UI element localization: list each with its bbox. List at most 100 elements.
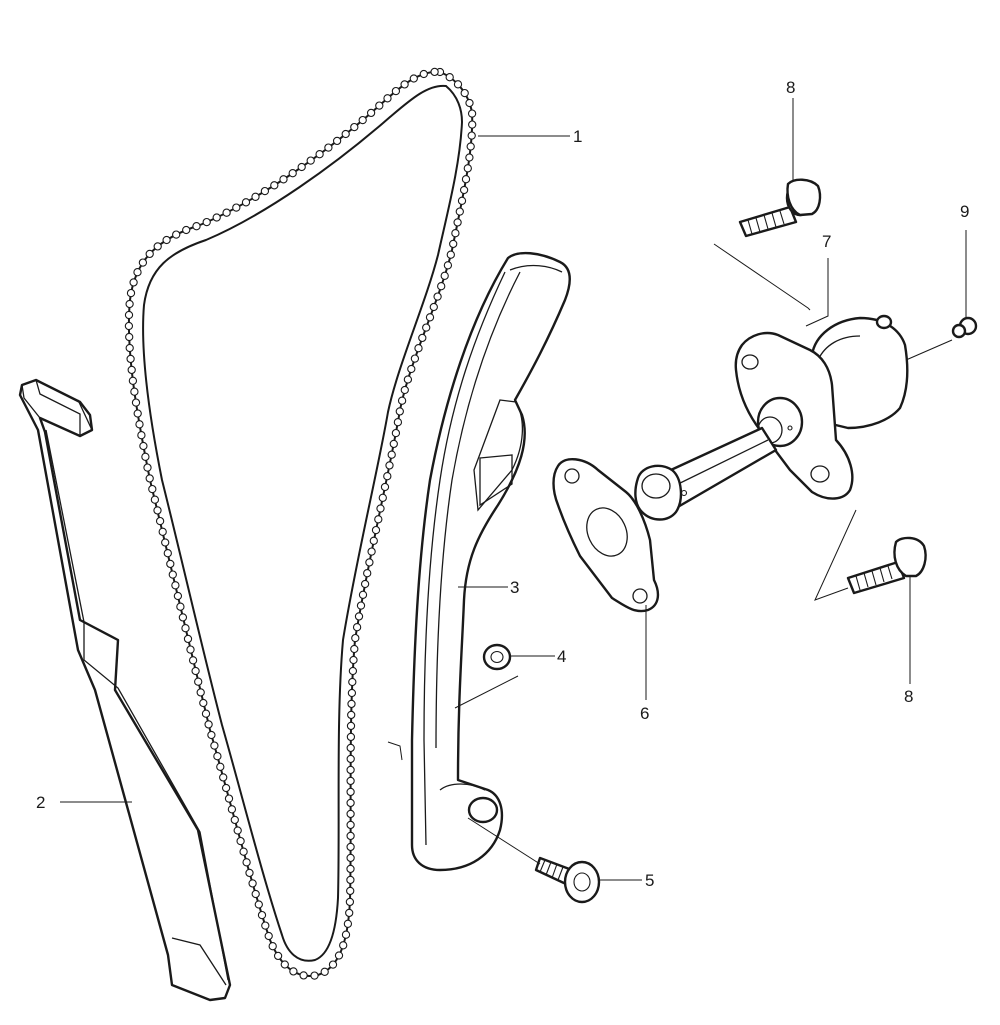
chain-roller [264, 931, 273, 941]
chain-roller [315, 150, 324, 159]
chain-roller [279, 175, 288, 184]
chain-roller [158, 527, 167, 536]
chain-roller [288, 169, 297, 178]
chain-roller [358, 590, 368, 599]
chain-roller [251, 889, 260, 899]
callout-1: 1 [573, 127, 582, 146]
chain-roller [453, 218, 462, 227]
chain-roller [346, 743, 355, 753]
chain-roller [129, 278, 138, 287]
chain-roller [365, 558, 374, 567]
chain-roller [202, 217, 211, 227]
chain-roller [383, 472, 392, 481]
chain-roller [137, 431, 146, 440]
chain-roller [213, 752, 222, 761]
chain-roller [346, 754, 355, 764]
chain-roller [465, 153, 474, 162]
chain-roller [148, 484, 157, 494]
chain-roller [403, 375, 413, 384]
chain-roller [188, 656, 198, 665]
chain-roller [260, 186, 270, 196]
chain-roller [347, 688, 357, 698]
chain-roller [375, 101, 384, 110]
chain-roller [346, 864, 355, 874]
chain-roller [397, 396, 407, 405]
chain-roller [461, 175, 471, 184]
chain-roller [145, 474, 154, 483]
chain-roller [143, 463, 152, 472]
chain-roller [172, 230, 181, 239]
chain-roller [348, 666, 358, 676]
chain-roller [328, 960, 338, 969]
chain-roller [358, 115, 367, 125]
chain-roller [230, 815, 239, 825]
leader-lines [60, 98, 967, 881]
chain-roller [443, 261, 453, 270]
chain-roller [135, 420, 144, 429]
chain-roller [242, 858, 251, 867]
chain-roller [194, 677, 203, 686]
chain-roller [299, 971, 308, 980]
chain-roller [400, 80, 409, 89]
chain-roller [430, 67, 439, 77]
chain-roller [133, 268, 142, 277]
chain-roller [166, 559, 175, 569]
callout-7: 7 [822, 232, 831, 251]
chain-roller [280, 960, 289, 969]
part-6-gasket [552, 458, 660, 613]
part-8-bolt-lower [846, 536, 927, 595]
chain-roller [199, 698, 208, 708]
chain-roller [257, 910, 267, 920]
chain-roller [324, 143, 333, 152]
callout-9: 9 [960, 202, 969, 221]
chain-roller [366, 108, 376, 118]
chain-roller [182, 225, 191, 235]
chain-roller [371, 525, 381, 535]
chain-roller [232, 203, 241, 212]
chain-roller [236, 836, 245, 846]
chain-roller [332, 136, 342, 146]
chain-roller [139, 441, 148, 451]
chain-roller [233, 826, 242, 835]
chain-roller [339, 941, 348, 950]
chain-roller [391, 86, 401, 96]
chain-roller [163, 549, 172, 558]
chain-roller [463, 164, 472, 173]
chain-roller [126, 354, 135, 364]
chain-roller [254, 900, 263, 909]
chain-roller [348, 677, 357, 687]
callout-4: 4 [557, 647, 566, 666]
callout-5: 5 [645, 871, 654, 890]
part-1-timing-chain [124, 67, 477, 980]
chain-roller [389, 439, 398, 449]
chain-roller [155, 516, 165, 526]
chain-roller [419, 69, 428, 79]
chain-roller [356, 601, 366, 610]
chain-roller [216, 762, 225, 771]
chain-roller [310, 971, 319, 980]
chain-roller [153, 506, 162, 515]
chain-roller [354, 612, 364, 621]
chain-roller [183, 634, 193, 644]
chain-roller [219, 773, 228, 782]
part-5-pivot-bolt [534, 856, 601, 904]
chain-roller [126, 288, 136, 298]
chain-roller [204, 720, 213, 729]
chain-roller [363, 569, 372, 578]
chain-roller [414, 344, 423, 353]
chain-roller [125, 299, 134, 309]
chain-roller [273, 951, 283, 961]
chain-roller [346, 809, 355, 819]
chain-roller [133, 409, 142, 418]
chain-roller [346, 721, 356, 731]
chain-roller [380, 482, 390, 492]
chain-roller [437, 282, 446, 291]
chain-roller [128, 376, 138, 385]
chain-roller [125, 332, 134, 342]
chain-roller [168, 570, 177, 579]
callout-3: 3 [510, 578, 519, 597]
chain-roller [268, 942, 277, 951]
part-2-chain-guide [18, 378, 232, 1002]
chain-roller [433, 292, 442, 301]
